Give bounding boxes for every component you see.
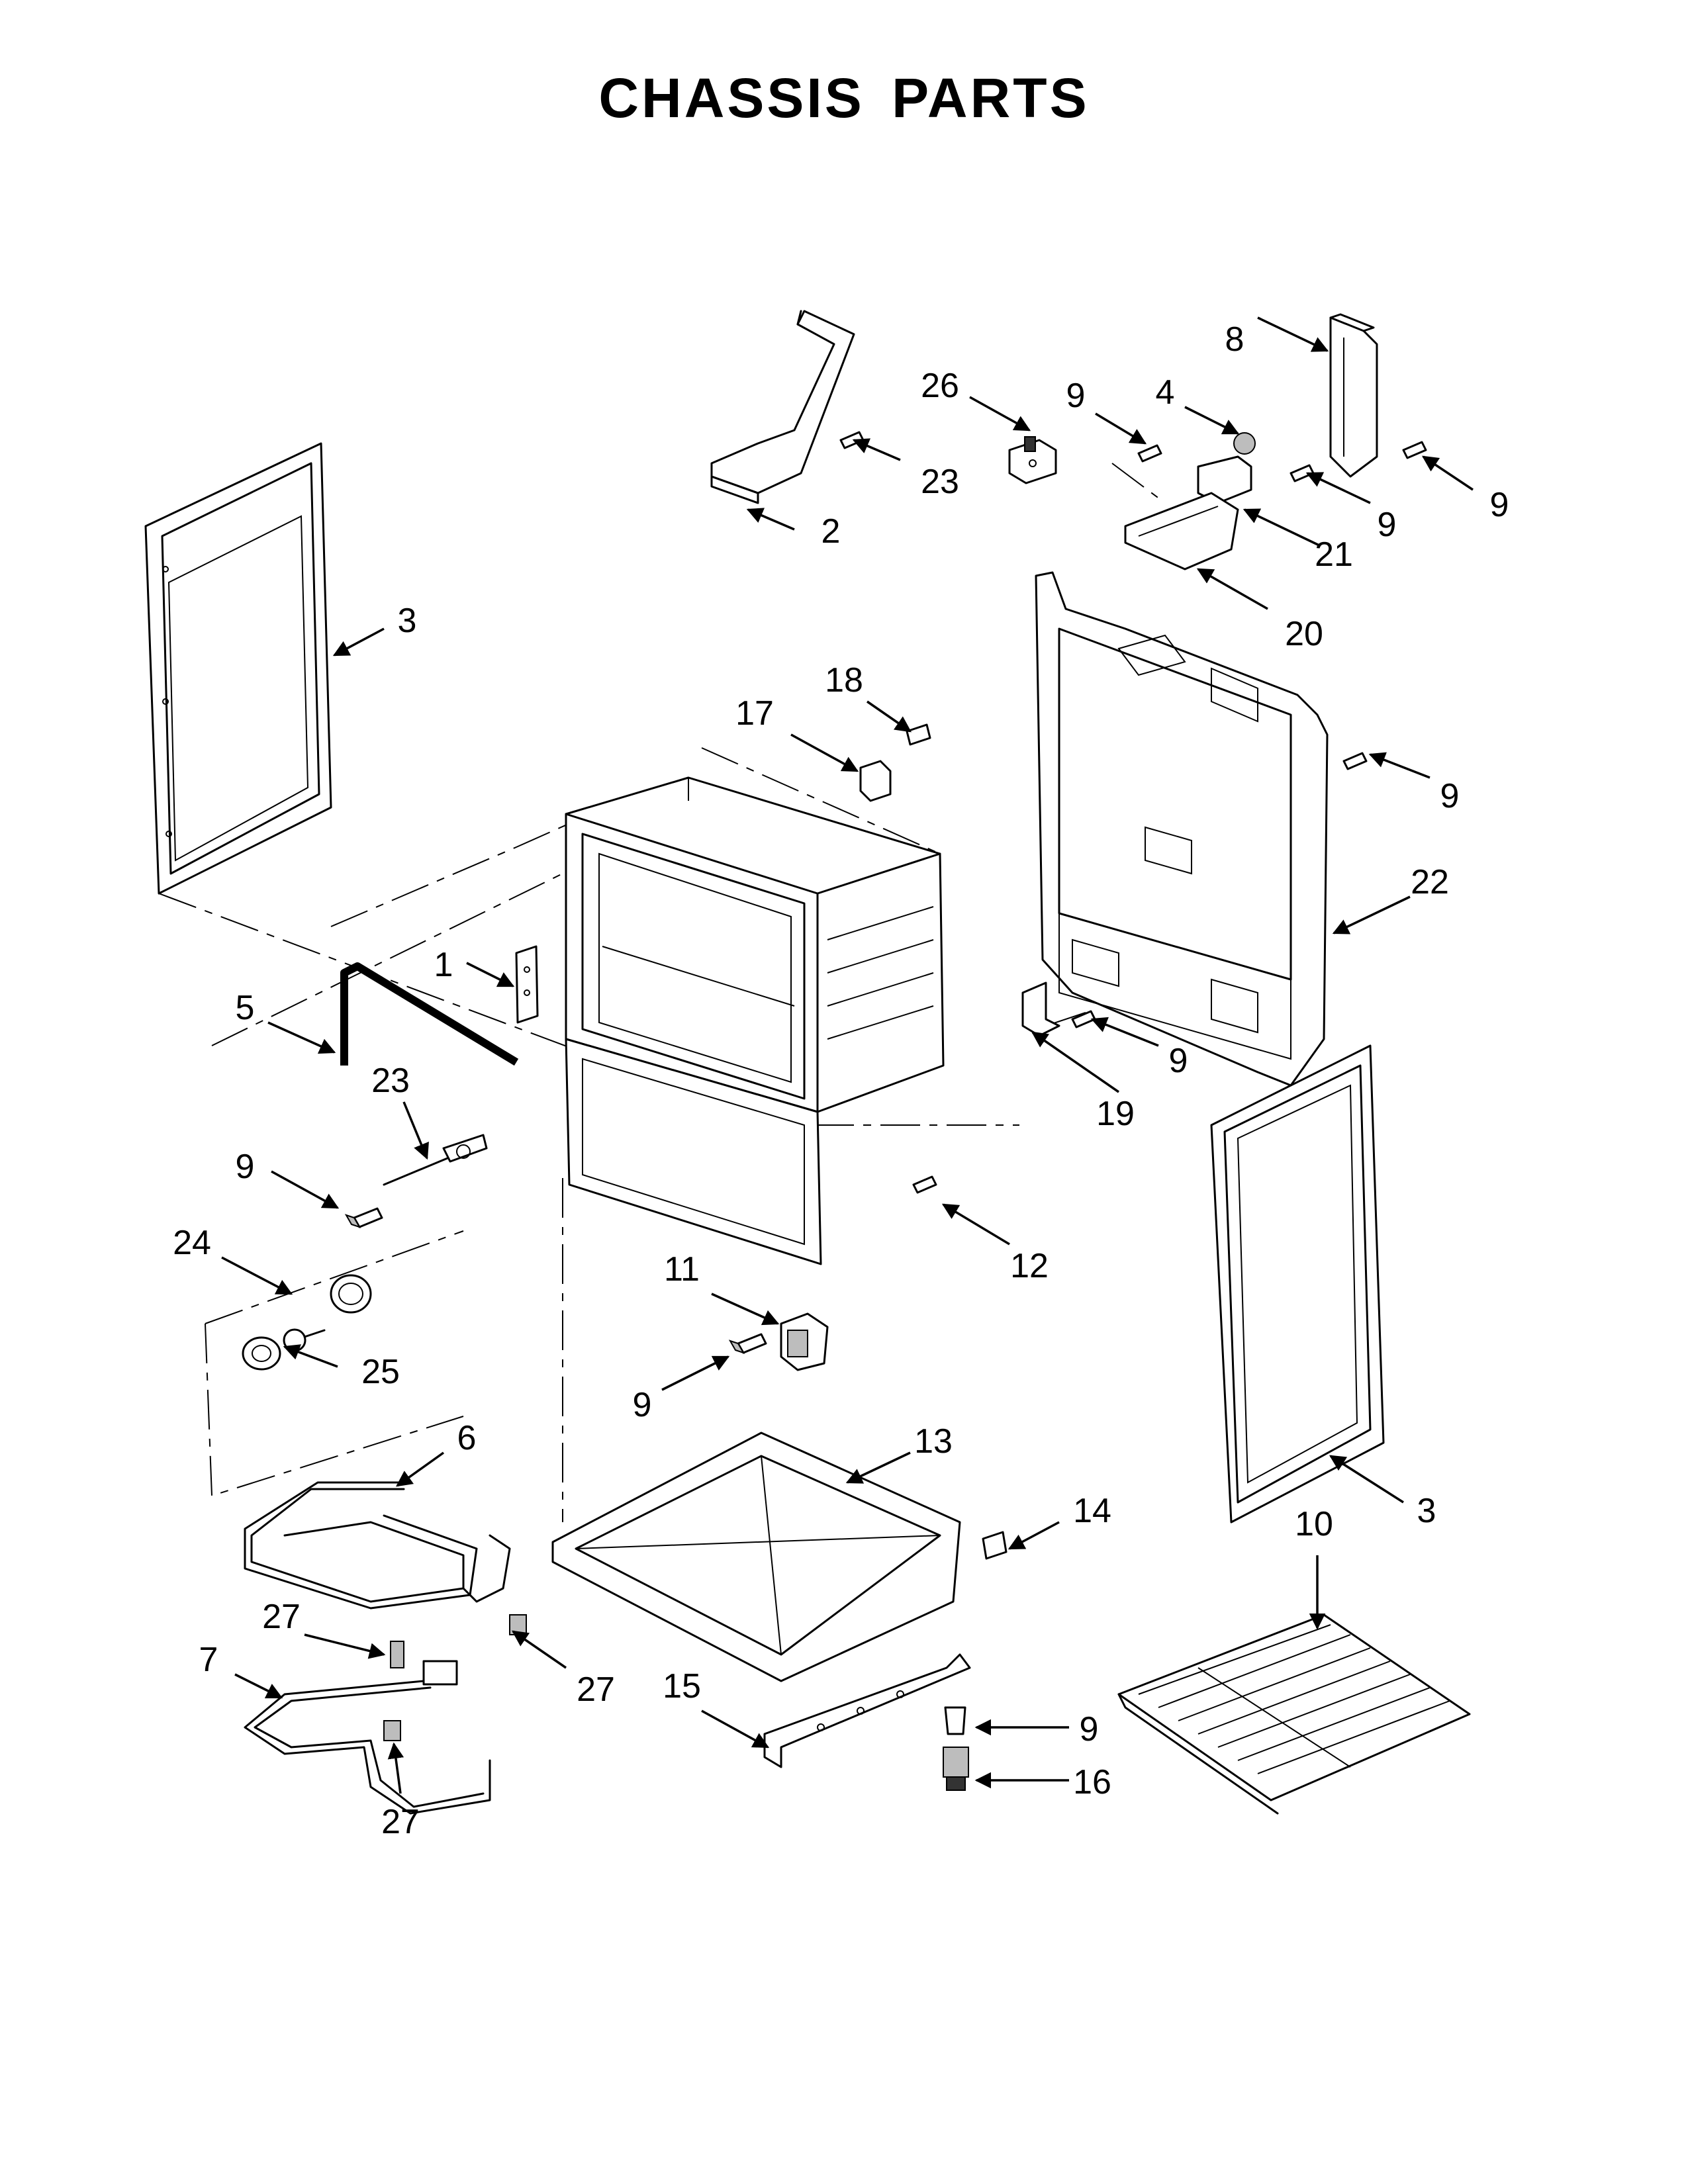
leveling-leg-16 (943, 1747, 969, 1791)
callout-27-bottom: 27 (381, 1803, 420, 1841)
bracket-17 (859, 723, 931, 802)
side-panel-right (1210, 1044, 1385, 1524)
callout-16: 16 (1073, 1763, 1111, 1801)
callout-9-far-right: 9 (1490, 486, 1509, 524)
clip-26 (1008, 436, 1057, 484)
callout-21: 21 (1315, 535, 1353, 574)
callout-14: 14 (1073, 1492, 1111, 1530)
callout-27-top: 27 (262, 1598, 301, 1636)
callout-15: 15 (663, 1667, 701, 1706)
bake-element-6 (244, 1481, 511, 1610)
callout-23-top: 23 (921, 463, 959, 501)
door-gasket-5 (340, 962, 519, 1066)
rear-panel-22 (1035, 571, 1329, 1087)
callout-5: 5 (236, 989, 255, 1027)
rail-15 (763, 1653, 971, 1768)
screws (344, 431, 1427, 1735)
page-title: CHASSIS PARTS (598, 67, 1090, 129)
callout-2: 2 (821, 512, 841, 551)
oven-cavity (565, 776, 945, 1265)
top-bracket (710, 310, 855, 504)
callout-9-leg: 9 (1080, 1710, 1099, 1749)
callout-11: 11 (664, 1250, 700, 1289)
callout-8: 8 (1225, 320, 1244, 359)
callout-26: 26 (921, 367, 959, 405)
screws-27 (383, 1614, 527, 1741)
callout-20: 20 (1285, 615, 1323, 653)
callout-18: 18 (825, 661, 863, 700)
lamp-socket-11 (780, 1312, 829, 1371)
hinge-receiver-1 (515, 945, 539, 1024)
callout-4: 4 (1156, 373, 1175, 412)
callout-1: 1 (434, 946, 453, 984)
callout-3-left: 3 (398, 602, 417, 640)
callout-27-right: 27 (577, 1670, 615, 1709)
lamp-lens-24 (330, 1274, 372, 1314)
broil-element-7 (244, 1660, 491, 1815)
callout-9-rear-panel: 9 (1440, 777, 1460, 815)
callout-9-top: 9 (1066, 377, 1086, 415)
callout-labels: 1 2 3 3 4 5 6 7 8 9 9 9 9 9 9 9 9 10 11 … (173, 320, 1509, 1841)
bracket-assembly-20-21-4 (1124, 432, 1256, 570)
callout-9-bracket: 9 (1169, 1042, 1188, 1080)
vertical-bracket-8 (1329, 313, 1378, 478)
callout-19: 19 (1096, 1095, 1135, 1133)
callout-24: 24 (173, 1224, 211, 1262)
side-panel-left (144, 442, 332, 895)
callout-12: 12 (1010, 1247, 1049, 1285)
sensor-23 (383, 1134, 488, 1186)
callout-13: 13 (914, 1422, 953, 1461)
callout-9-lamp: 9 (633, 1386, 652, 1424)
callout-9-left: 9 (236, 1148, 255, 1186)
callout-6: 6 (457, 1419, 477, 1457)
callout-25: 25 (361, 1353, 400, 1391)
callout-22: 22 (1411, 863, 1449, 901)
leader-arrows (221, 316, 1474, 1794)
callout-3-right: 3 (1417, 1492, 1436, 1530)
callout-17: 17 (735, 694, 774, 733)
callout-9-top-right: 9 (1378, 506, 1397, 544)
callout-7: 7 (199, 1641, 218, 1679)
clip-14 (982, 1531, 1008, 1560)
bracket-19 (1021, 981, 1060, 1037)
oven-rack-10 (1117, 1614, 1471, 1815)
callout-10: 10 (1295, 1505, 1333, 1543)
oven-bottom-13 (551, 1432, 961, 1682)
bulb-25 (242, 1328, 326, 1371)
callout-23-sensor: 23 (371, 1062, 410, 1100)
